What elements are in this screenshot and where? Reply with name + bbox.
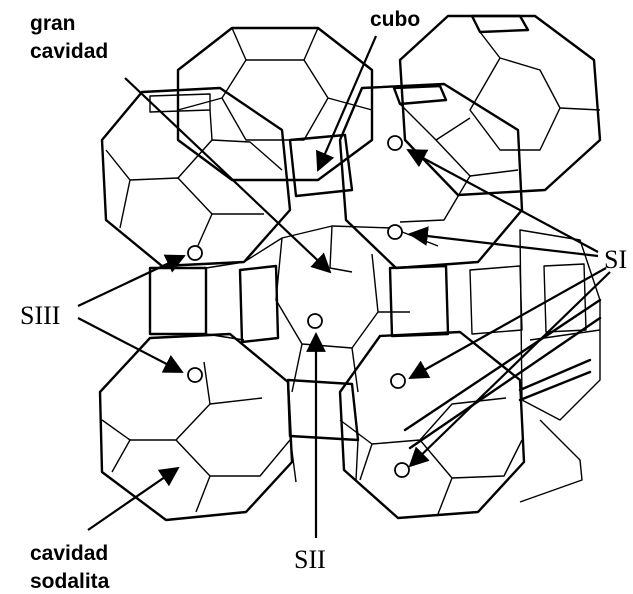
site-sii-marker [308,314,322,328]
cube-bottom-center [288,380,358,482]
site-siii-marker [188,368,202,382]
arrow-cavidad-sodalita [88,468,178,530]
text-labels: gran cavidad cubo SI SIII SII cavidad so… [20,8,627,593]
sodalite-cage-front-top-left [102,88,290,266]
cation-sites [188,136,409,477]
label-si: SI [604,245,627,274]
sodalite-cage-front-top-right [340,84,522,268]
site-si-marker [388,225,402,239]
label-sii: SII [294,545,326,574]
site-si-marker [391,374,405,388]
sodalite-cage-back-right [400,16,600,195]
label-gran-cavidad-line2: cavidad [30,40,108,63]
supercage-central-ring [244,226,438,392]
label-cavidad-sodalita-line1: cavidad [30,542,108,565]
label-cubo: cubo [370,8,420,31]
sodalite-cage-bottom-left [100,334,292,520]
label-cavidad-sodalita-line2: sodalita [30,570,110,593]
site-si-marker [395,463,409,477]
sodalite-cage-bottom-right [340,332,524,518]
cube-middle-center [240,266,278,342]
label-gran-cavidad-line1: gran [30,12,76,35]
site-si-marker [388,136,402,150]
sodalite-cage-right-back [405,230,600,502]
arrow-siii-1 [78,256,184,306]
cube-middle-left [150,262,244,340]
label-siii: SIII [20,301,60,330]
site-siii-marker [188,246,202,260]
arrow-siii-2 [78,318,182,372]
arrow-si-4 [410,272,610,466]
